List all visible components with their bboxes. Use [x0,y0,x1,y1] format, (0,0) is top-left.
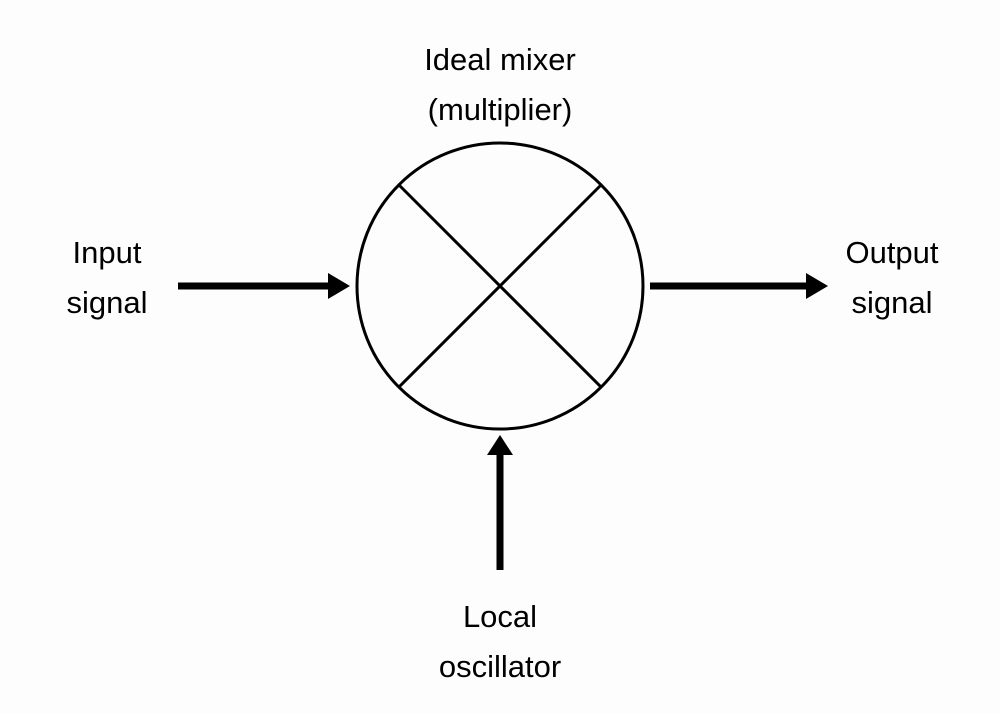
output-label-line-1: Output [845,235,939,270]
lo-label-line-2: oscillator [438,649,562,684]
output-arrow [650,273,828,299]
input-label-line-1: Input [72,235,142,270]
input-arrow [178,273,350,299]
mixer-label-line-1: Ideal mixer [424,42,576,77]
lo-label: Local oscillator [400,592,600,692]
mixer-circle [355,141,645,431]
input-label-line-2: signal [66,285,148,320]
lo-arrowhead [487,435,513,455]
mixer-label: Ideal mixer (multiplier) [350,35,650,135]
lo-label-line-1: Local [462,599,538,634]
output-arrowhead [806,273,828,299]
lo-arrow [487,435,513,570]
input-arrowhead [328,273,350,299]
mixer-cross-line-2 [397,183,603,389]
mixer-symbol [355,141,645,431]
output-label: Output signal [822,228,962,328]
output-label-line-2: signal [851,285,933,320]
input-label: Input signal [37,228,177,328]
mixer-label-line-2: (multiplier) [427,92,573,127]
